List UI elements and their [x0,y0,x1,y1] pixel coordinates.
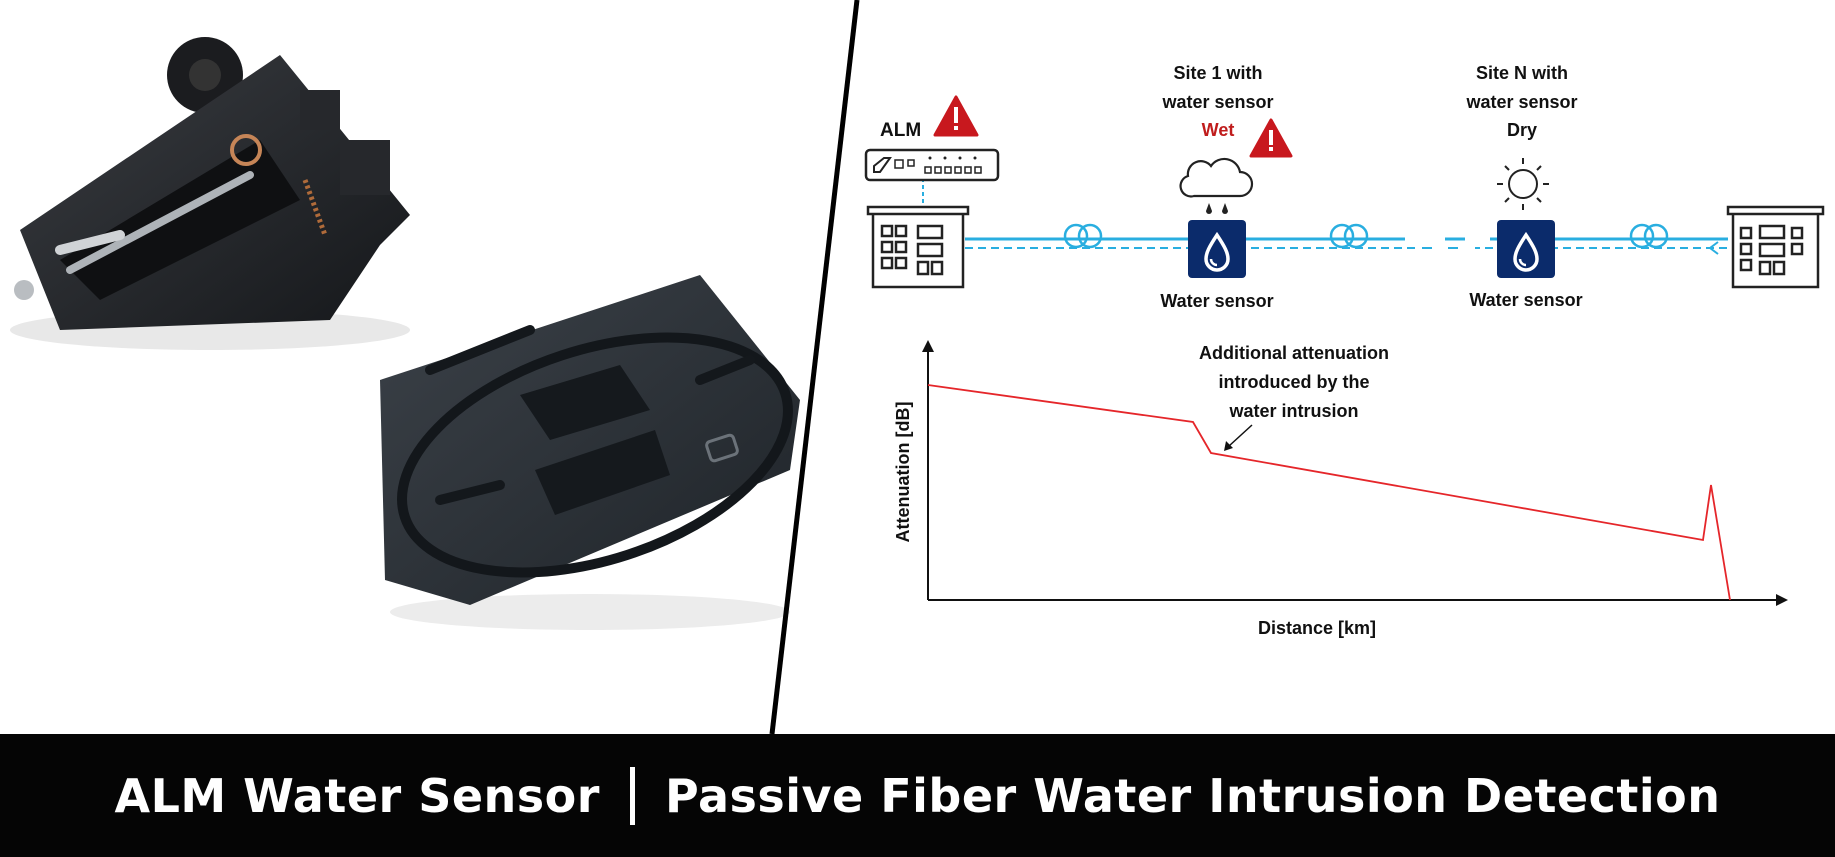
site1-title-line1: Site 1 with [1173,63,1262,83]
alert-triangle-icon-site1 [1249,118,1293,158]
divider-line [769,0,860,734]
attenuation-trace-plot [922,340,1788,606]
alm-label: ALM [880,120,921,141]
banner-title-left: ALM Water Sensor [114,768,600,823]
alert-triangle-icon-alm [933,95,979,137]
title-banner: ALM Water Sensor Passive Fiber Water Int… [0,734,1835,857]
annotation-line3: water intrusion [1228,401,1358,421]
splice-tray-photo [380,275,800,630]
fiber-coil-icon [1329,223,1369,249]
attenuation-trace [927,384,1731,601]
annotation-line2: introduced by the [1218,372,1369,392]
water-sensor-device-photo [10,37,410,350]
alm-rack-unit-icon [864,148,1000,182]
water-sensor-icon-site1 [1188,220,1246,278]
fiber-coil-icon [1063,223,1103,249]
building-icon-left [866,205,970,289]
site1-title-line2: water sensor [1161,92,1273,112]
fiber-coil-icon [1629,223,1669,249]
annotation-line1: Additional attenuation [1199,343,1389,363]
diagram-canvas: ALM Site 1 with water sensor Wet Site N … [10,0,1825,734]
annotation-arrow [1228,424,1253,447]
rain-cloud-icon [1179,157,1254,214]
y-axis-label: Attenuation [dB] [893,402,913,543]
x-axis-label: Distance [km] [1258,618,1376,638]
sensor1-label: Water sensor [1160,291,1273,311]
siteN-state-dry: Dry [1507,120,1537,140]
banner-title-right: Passive Fiber Water Intrusion Detection [664,768,1721,823]
site1-state-wet: Wet [1202,120,1235,140]
water-sensor-icon-siteN [1497,220,1555,278]
banner-separator [629,766,635,825]
building-icon-right [1726,205,1825,289]
fiber-link [922,178,1728,255]
sun-icon [1497,158,1549,210]
siteN-title-line1: Site N with [1476,63,1568,83]
siteN-title-line2: water sensor [1465,92,1577,112]
sensorN-label: Water sensor [1469,290,1582,310]
